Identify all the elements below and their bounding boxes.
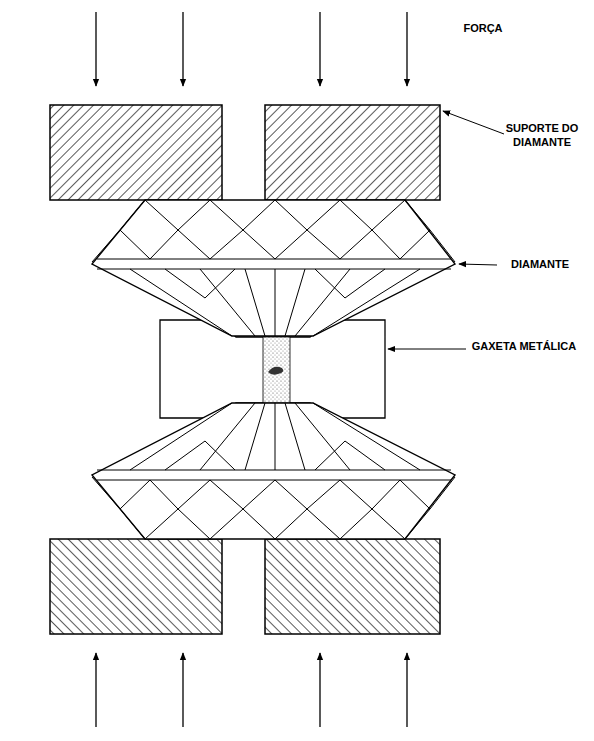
support-label: SUPORTE DO DIAMANTE	[504, 122, 580, 150]
sample	[268, 367, 283, 375]
force-label: FORÇA	[448, 22, 518, 36]
sample-chamber	[263, 337, 290, 403]
label-text: GAXETA METÁLICA	[471, 340, 578, 354]
lower-anvil	[50, 403, 455, 727]
diamond-label: DIAMANTE	[500, 258, 580, 272]
gasket-label: GAXETA METÁLICA	[469, 340, 579, 354]
label-text: FORÇA	[462, 22, 503, 36]
leader-lines	[388, 111, 504, 349]
label-text: SUPORTE DO DIAMANTE	[504, 122, 580, 150]
label-text: DIAMANTE	[510, 258, 570, 272]
upper-anvil	[50, 12, 455, 336]
